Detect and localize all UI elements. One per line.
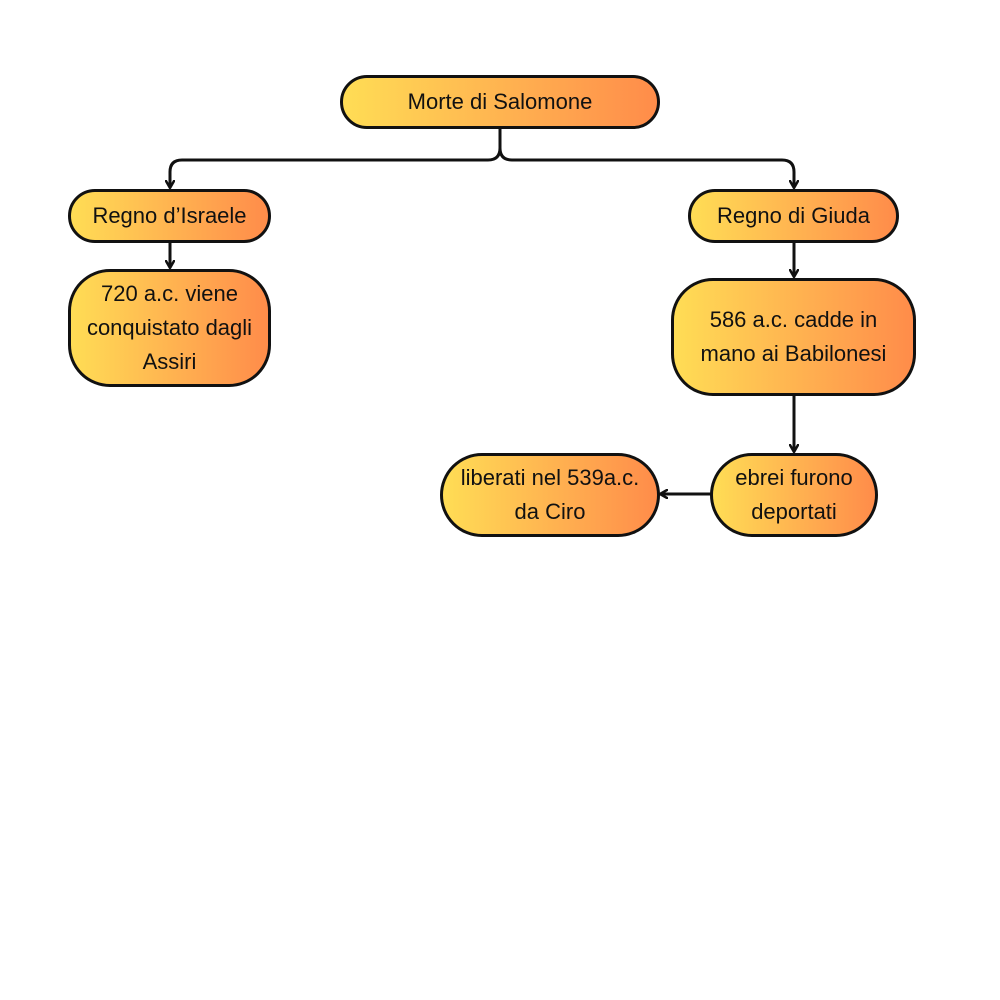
node-label: liberati nel 539a.c. da Ciro <box>460 465 640 524</box>
node-giuda-babilonesi[interactable]: 586 a.c. cadde in mano ai Babilonesi <box>671 278 916 396</box>
node-israele-conquistato[interactable]: 720 a.c. viene conquistato dagli Assiri <box>68 269 271 387</box>
node-label: 720 a.c. viene conquistato dagli Assiri <box>86 281 253 374</box>
node-label: Regno d’Israele <box>92 203 247 228</box>
node-label: Regno di Giuda <box>717 203 870 228</box>
node-ebrei-deportati[interactable]: ebrei furono deportati <box>710 453 878 537</box>
node-morte-di-salomone[interactable]: Morte di Salomone <box>340 75 660 129</box>
edge-root-to-israel <box>170 128 502 188</box>
node-label: ebrei furono deportati <box>735 465 853 524</box>
node-label: 586 a.c. cadde in mano ai Babilonesi <box>700 307 887 366</box>
edge-root-to-judah <box>498 128 794 188</box>
node-regno-israele[interactable]: Regno d’Israele <box>68 189 271 243</box>
node-liberati-da-ciro[interactable]: liberati nel 539a.c. da Ciro <box>440 453 660 537</box>
node-label: Morte di Salomone <box>407 89 593 114</box>
node-regno-giuda[interactable]: Regno di Giuda <box>688 189 899 243</box>
